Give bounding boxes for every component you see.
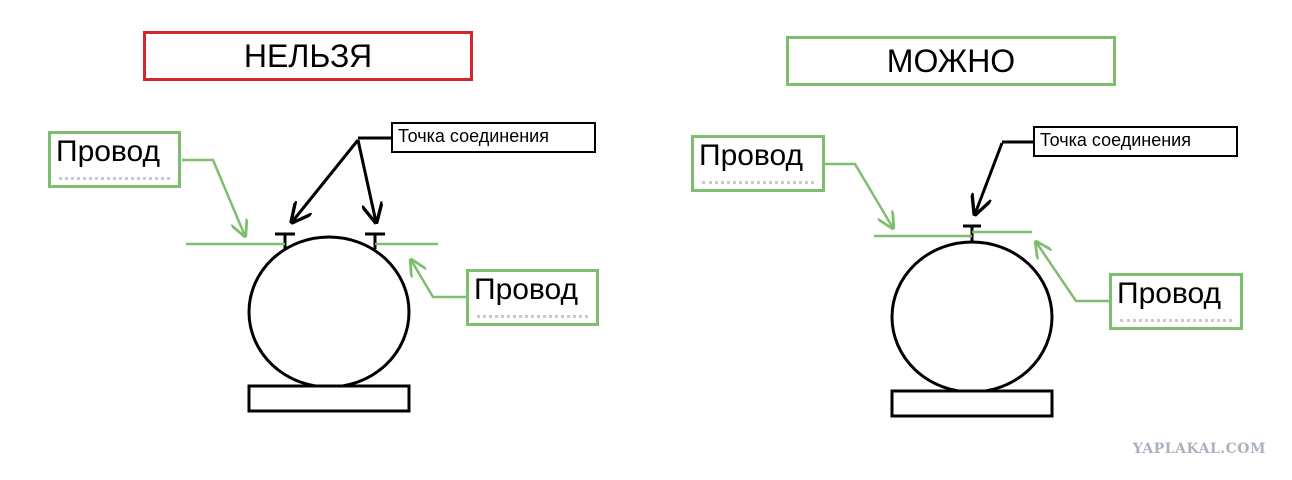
- right-wire-label-top-text: Провод: [699, 139, 804, 172]
- left-wire-label-top-text: Провод: [56, 135, 161, 168]
- right-connection-callout: Точка соединения: [1033, 126, 1238, 157]
- left-title: НЕЛЬЗЯ: [143, 31, 473, 81]
- left-wire-label-top: Провод: [48, 131, 181, 188]
- right-wire-label-top: Провод: [691, 135, 825, 192]
- ghost-underline: [59, 177, 170, 183]
- left-tank-group: [182, 136, 466, 413]
- ghost-underline: [477, 315, 588, 321]
- left-connection-arrow-2: [356, 139, 376, 222]
- left-wire-label-bottom: Провод: [466, 269, 599, 326]
- right-wire-label-bottom-arrow: [1036, 242, 1110, 303]
- right-connection-arrow: [975, 142, 1004, 214]
- right-tank-group: [825, 140, 1110, 418]
- watermark-logo: YAPLAKAL.COM: [1132, 441, 1266, 457]
- right-wire-label-bottom-text: Провод: [1117, 277, 1222, 310]
- right-tank-base: [890, 389, 1054, 418]
- left-connection-arrow-1: [292, 139, 360, 222]
- left-wire-label-bottom-text: Провод: [474, 273, 579, 306]
- left-tank-base: [247, 384, 411, 413]
- right-tank-body: [890, 240, 1054, 394]
- left-wire-label-top-arrow: [182, 158, 245, 236]
- ghost-underline: [1120, 319, 1232, 325]
- left-connection-callout: Точка соединения: [391, 122, 596, 153]
- right-wire-label-bottom: Провод: [1109, 273, 1243, 330]
- ghost-underline: [702, 181, 814, 187]
- right-wire-label-top-arrow: [825, 162, 893, 228]
- left-tank-body: [247, 235, 411, 389]
- left-wire-label-bottom-arrow: [411, 260, 466, 299]
- right-title: МОЖНО: [786, 36, 1116, 86]
